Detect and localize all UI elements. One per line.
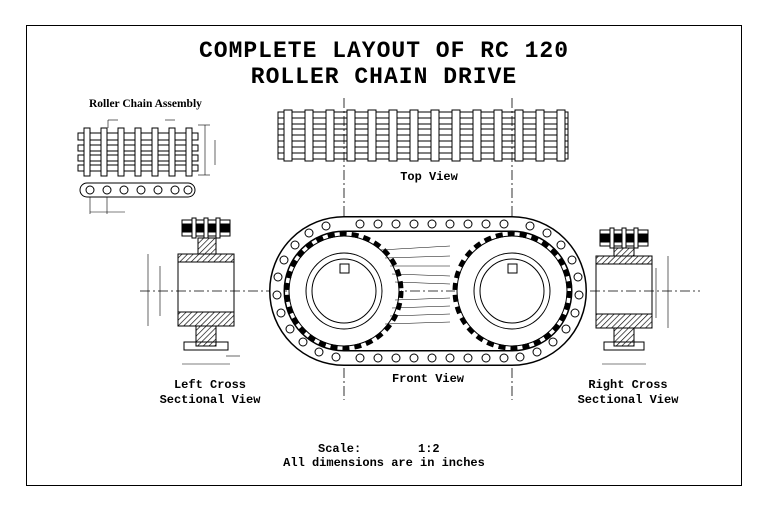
assembly-side-view bbox=[79, 182, 196, 214]
title-line-1: COMPLETE LAYOUT OF RC 120 bbox=[198, 38, 570, 64]
top-view-chain bbox=[277, 109, 569, 162]
scale-value: 1:2 bbox=[418, 442, 440, 456]
left-cross-section bbox=[147, 217, 240, 365]
right-sprocket bbox=[452, 231, 572, 351]
drawing-sheet-border bbox=[26, 25, 742, 486]
scale-label: Scale: bbox=[318, 442, 362, 456]
right-section-label-line-1: Right Cross bbox=[588, 378, 668, 392]
left-section-label-line-1: Left Cross bbox=[173, 378, 246, 392]
front-view-label: Front View bbox=[391, 372, 464, 386]
right-section-label-line-2: Sectional View bbox=[577, 393, 679, 407]
top-view-label: Top View bbox=[400, 170, 458, 184]
left-sprocket bbox=[284, 231, 404, 351]
assembly-top-view bbox=[77, 119, 216, 177]
title-line-2: ROLLER CHAIN DRIVE bbox=[250, 64, 518, 90]
left-section-label-line-2: Sectional View bbox=[159, 393, 261, 407]
left-section-label: Left Cross Sectional View bbox=[140, 378, 280, 408]
front-view-annotations bbox=[379, 245, 451, 325]
front-view-chain-loop bbox=[269, 216, 587, 366]
dimensions-note: All dimensions are in inches bbox=[283, 456, 485, 470]
right-cross-section bbox=[595, 227, 669, 365]
assembly-label: Roller Chain Assembly bbox=[89, 98, 202, 110]
right-section-label: Right Cross Sectional View bbox=[558, 378, 698, 408]
